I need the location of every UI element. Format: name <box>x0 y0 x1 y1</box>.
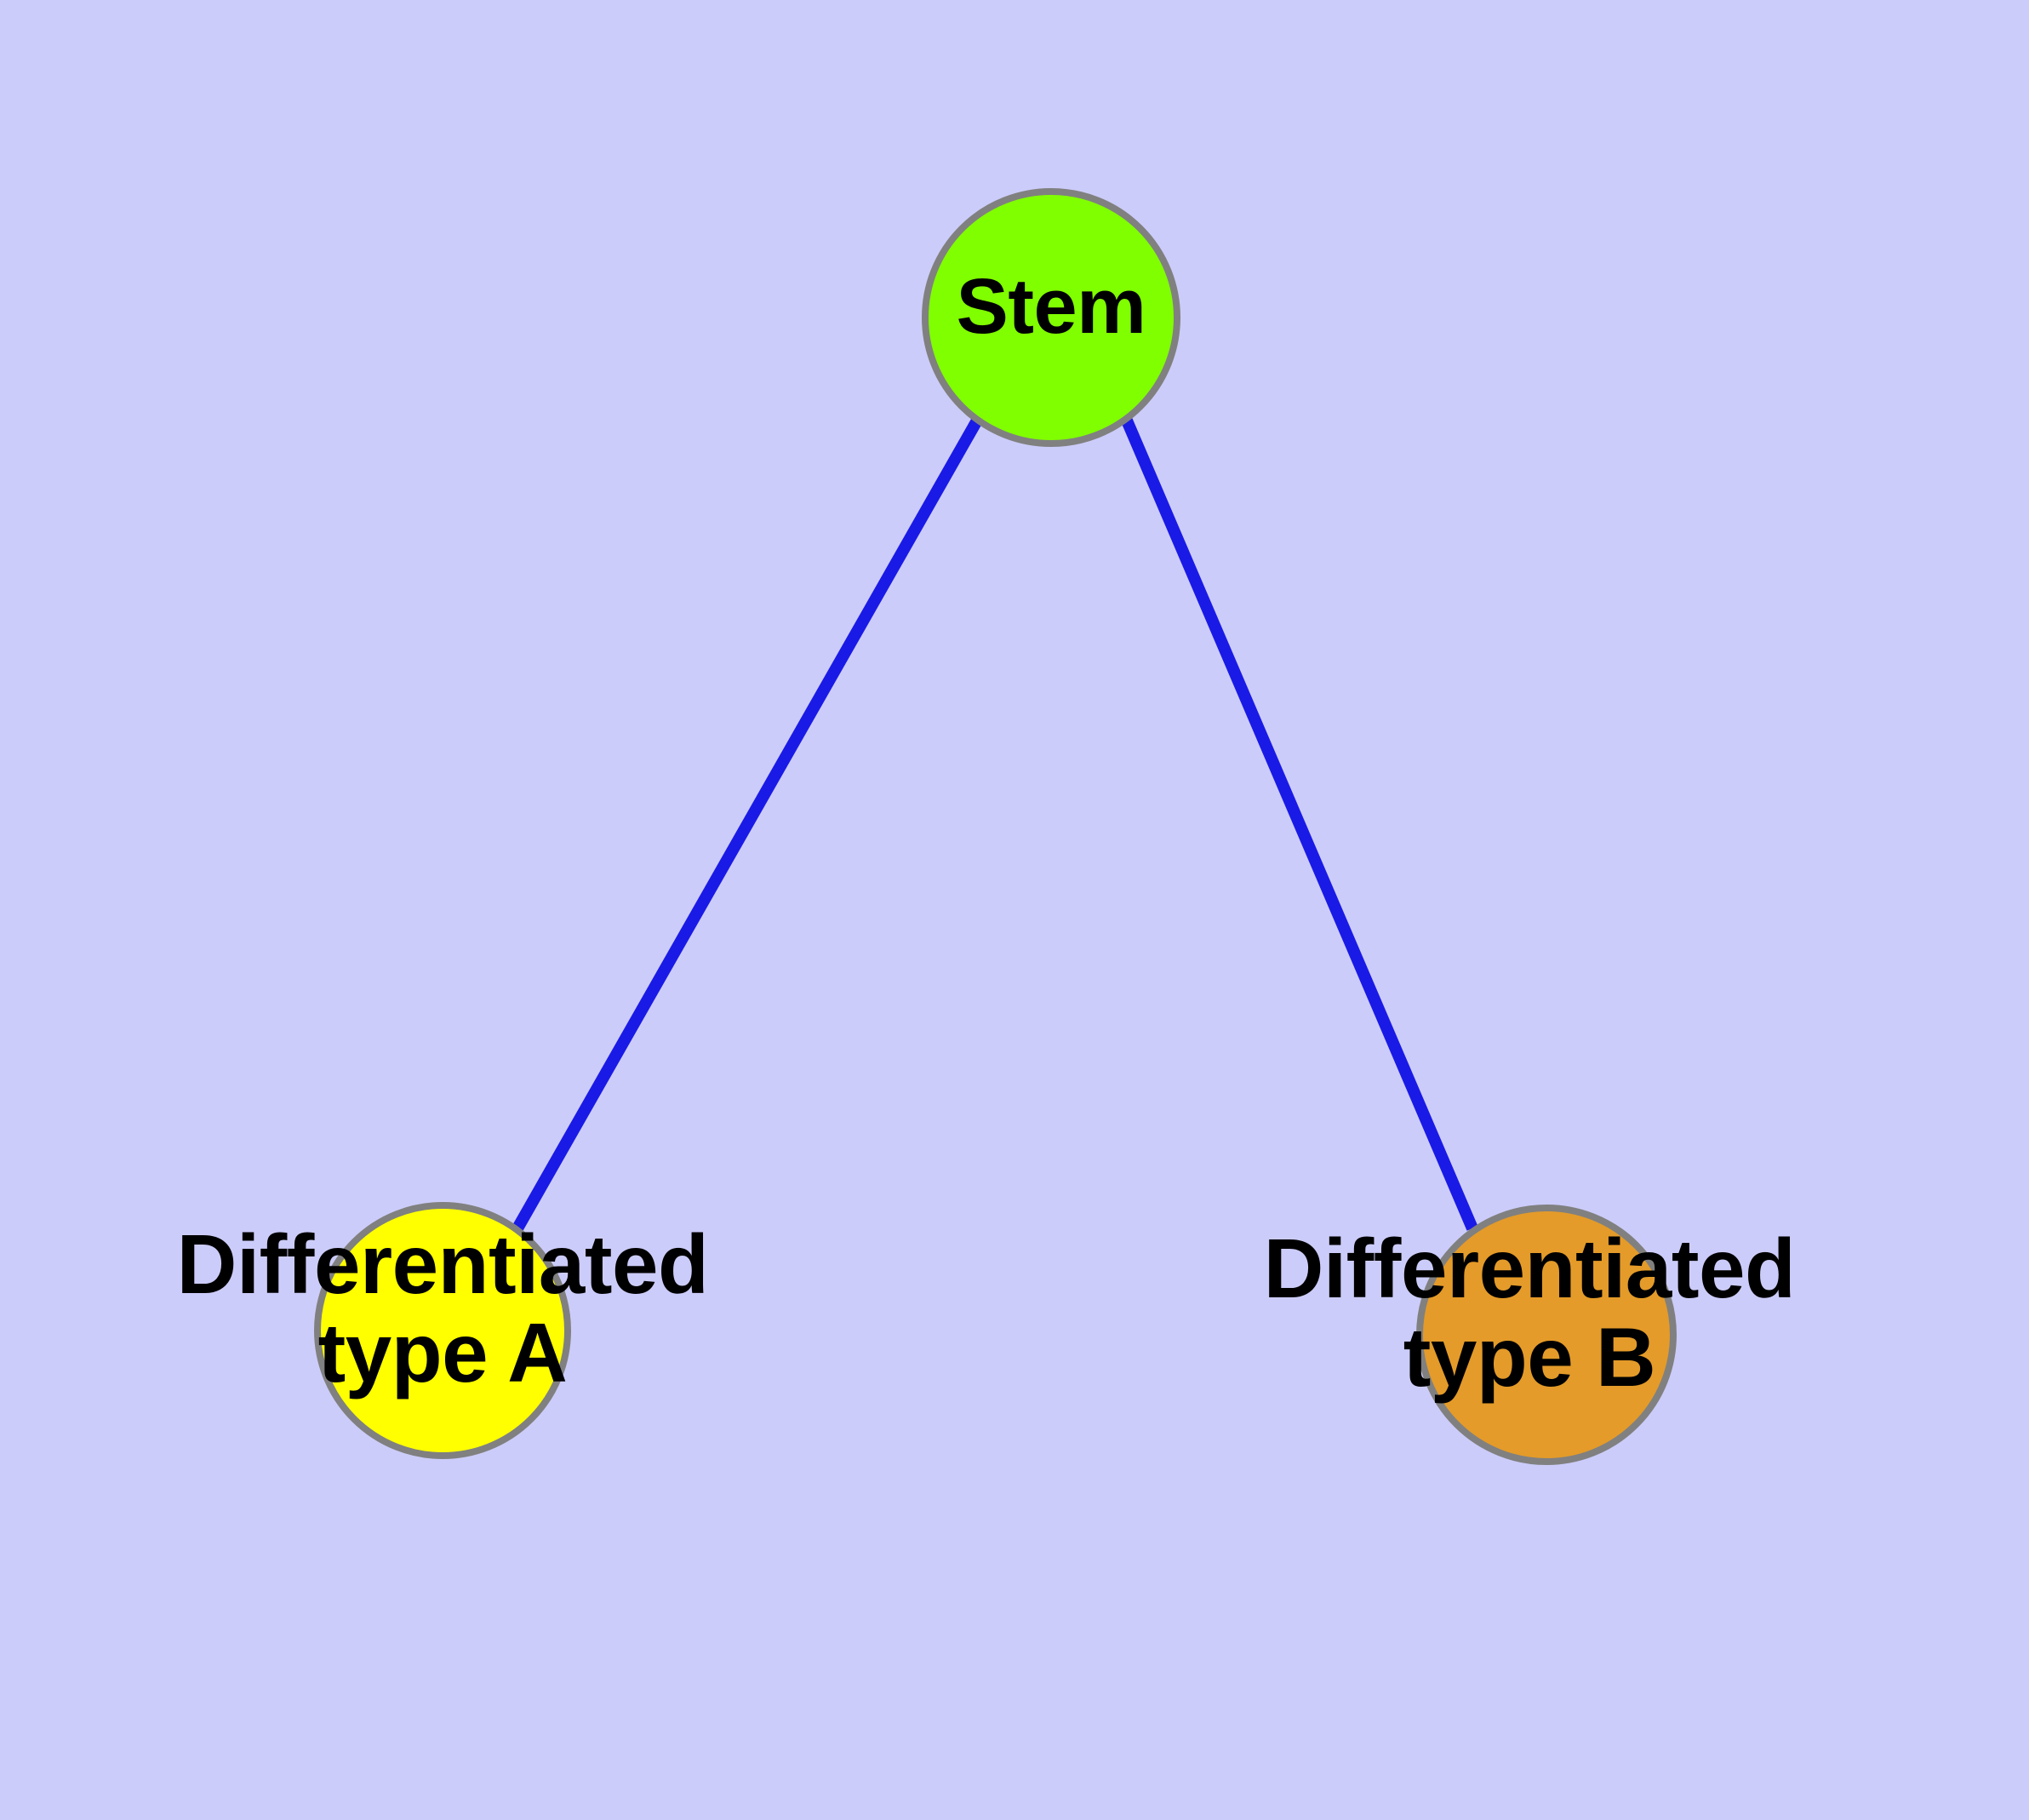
node-layer <box>314 188 1677 1465</box>
node-diff-a-circle[interactable] <box>314 1202 571 1459</box>
edge-stem-to-diff-a[interactable] <box>512 417 983 1232</box>
node-stem-circle[interactable] <box>922 188 1180 447</box>
edge-stem-to-diff-b[interactable] <box>1121 418 1478 1231</box>
node-diff-b-circle[interactable] <box>1416 1205 1677 1465</box>
edge-layer <box>512 417 1478 1232</box>
